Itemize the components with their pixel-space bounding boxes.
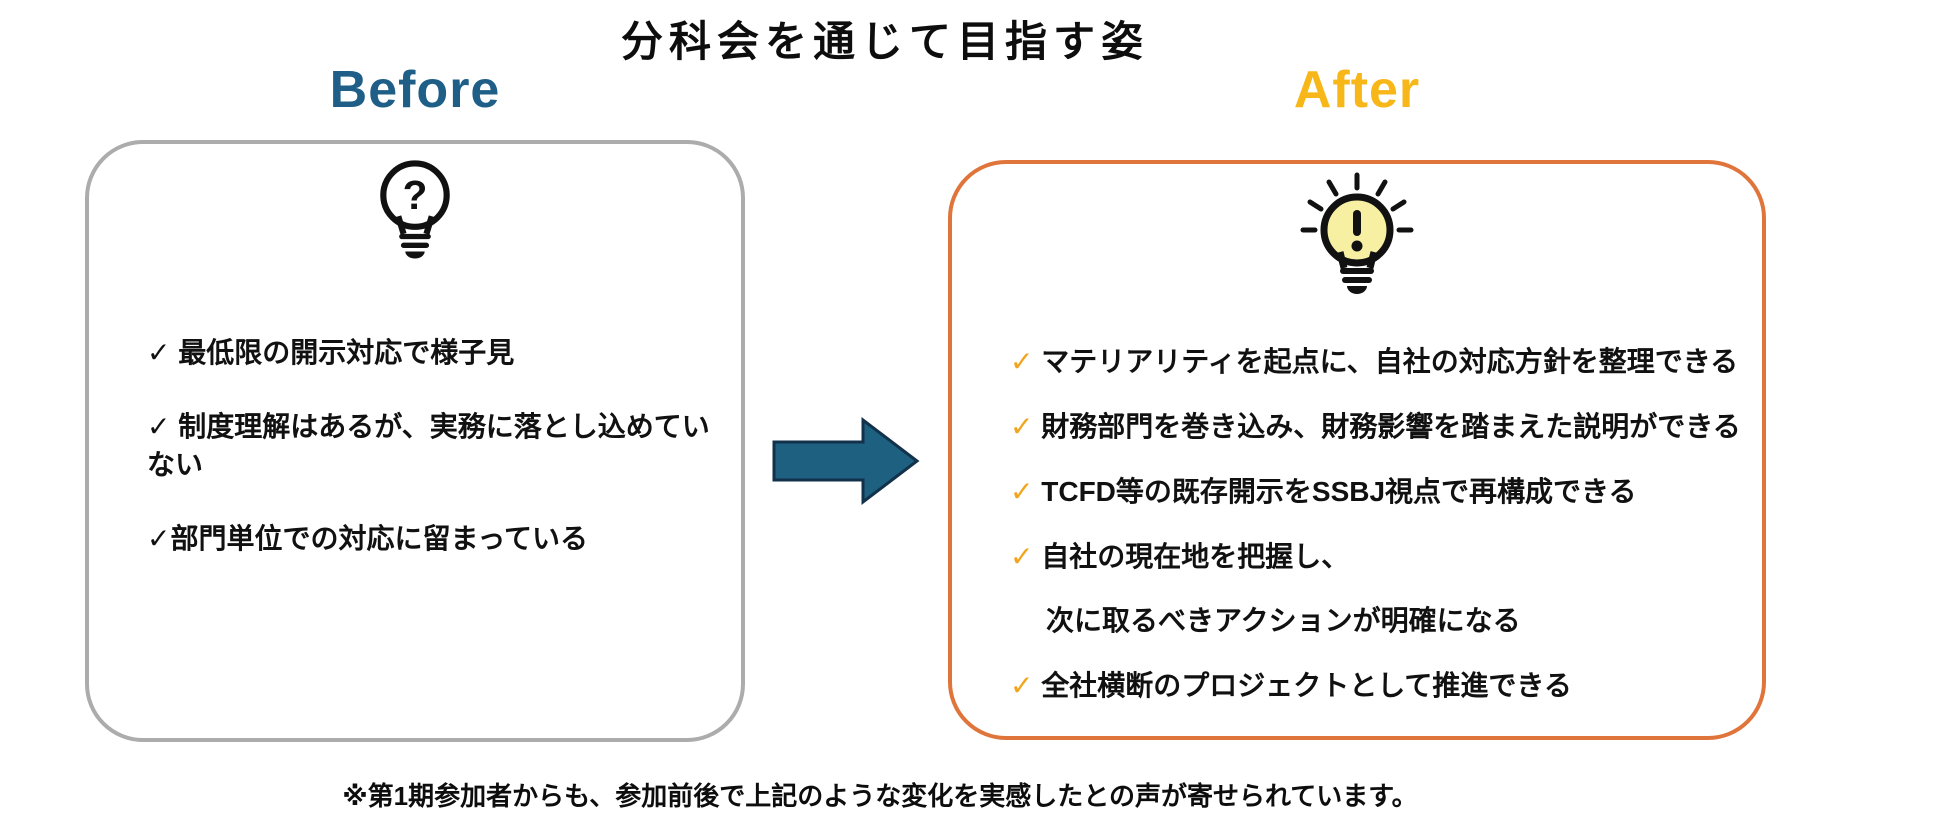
before-to-after-arrow-icon — [771, 415, 921, 507]
after-item-1: ✓ マテリアリティを起点に、自社の対応方針を整理できる — [1010, 343, 1742, 381]
after-item-4: ✓ 自社の現在地を把握し、次に取るべきアクションが明確になる — [1010, 538, 1742, 640]
checkmark-icon: ✓ — [147, 523, 171, 554]
before-item-3-text: 部門単位での対応に留まっている — [170, 523, 588, 554]
checkmark-icon: ✓ — [1010, 541, 1034, 572]
after-item-3-text: TCFD等の既存開示をSSBJ視点で再構成できる — [1033, 476, 1637, 507]
before-bulb-row: ? — [89, 158, 741, 269]
lightbulb-exclamation-icon — [1282, 172, 1432, 307]
after-box: ✓ マテリアリティを起点に、自社の対応方針を整理できる ✓ 財務部門を巻き込み、… — [948, 160, 1766, 740]
checkmark-icon: ✓ — [1010, 346, 1034, 377]
checkmark-icon: ✓ — [1010, 670, 1034, 701]
checkmark-icon: ✓ — [147, 411, 171, 442]
after-item-3: ✓ TCFD等の既存開示をSSBJ視点で再構成できる — [1010, 473, 1742, 511]
after-item-2-text: 財務部門を巻き込み、財務影響を踏まえた説明ができる — [1033, 411, 1741, 442]
before-item-3: ✓部門単位での対応に留まっている — [147, 520, 721, 558]
checkmark-icon: ✓ — [147, 337, 171, 368]
after-items: ✓ マテリアリティを起点に、自社の対応方針を整理できる ✓ 財務部門を巻き込み、… — [1010, 343, 1742, 732]
after-heading: After — [1293, 61, 1421, 119]
exclamation-dot — [1351, 240, 1363, 252]
question-glyph: ? — [403, 172, 428, 218]
after-item-4-text: 自社の現在地を把握し、 — [1033, 541, 1350, 572]
checkmark-icon: ✓ — [1010, 411, 1034, 442]
page-title: 分科会を通じて目指す姿 — [620, 18, 1149, 65]
before-heading: Before — [329, 61, 501, 119]
before-items: ✓ 最低限の開示対応で様子見 ✓ 制度理解はあるが、実務に落とし込めていない ✓… — [147, 334, 721, 594]
after-item-4-line2: 次に取るべきアクションが明確になる — [1046, 605, 1521, 636]
after-item-1-text: マテリアリティを起点に、自社の対応方針を整理できる — [1033, 346, 1739, 377]
after-item-5: ✓ 全社横断のプロジェクトとして推進できる — [1010, 667, 1742, 705]
after-item-2: ✓ 財務部門を巻き込み、財務影響を踏まえた説明ができる — [1010, 408, 1742, 446]
before-item-2: ✓ 制度理解はあるが、実務に落とし込めていない — [147, 408, 721, 484]
lightbulb-question-icon: ? — [371, 158, 459, 269]
before-box: ? ✓ 最低限の開示対応で様子見 ✓ 制度理解はあるが、実務に落とし込めていない… — [85, 140, 745, 742]
exclamation-bar — [1353, 210, 1361, 236]
after-bulb-row — [952, 172, 1762, 307]
before-item-2-text: 制度理解はあるが、実務に落とし込めていない — [147, 411, 710, 480]
footnote: ※第1期参加者からも、参加前後で上記のような変化を実感したとの声が寄せられていま… — [342, 781, 1418, 811]
before-item-1-text: 最低限の開示対応で様子見 — [170, 337, 515, 368]
before-item-1: ✓ 最低限の開示対応で様子見 — [147, 334, 721, 372]
after-item-5-text: 全社横断のプロジェクトとして推進できる — [1033, 670, 1572, 701]
checkmark-icon: ✓ — [1010, 476, 1034, 507]
